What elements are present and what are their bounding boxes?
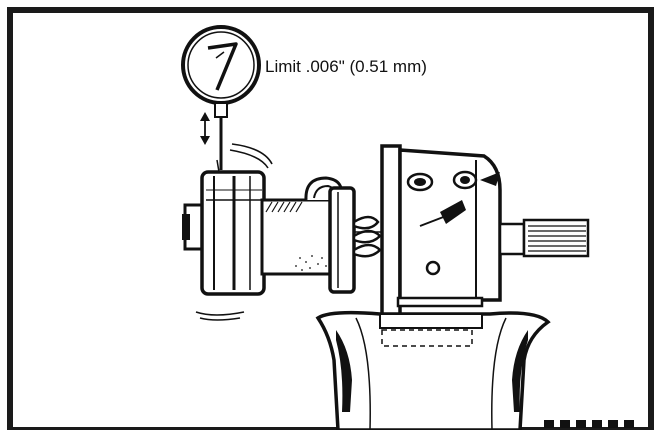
dial-indicator-icon: [181, 25, 261, 179]
spline-shaft-icon: [498, 218, 590, 258]
vibration-marks: [195, 143, 273, 321]
limit-label: Limit .006" (0.51 mm): [265, 57, 427, 76]
worm-shaft-assembly: [182, 170, 382, 296]
bottom-edge-marks: [544, 420, 634, 428]
vise-icon: [315, 310, 551, 430]
gear-housing-icon: [380, 144, 502, 334]
